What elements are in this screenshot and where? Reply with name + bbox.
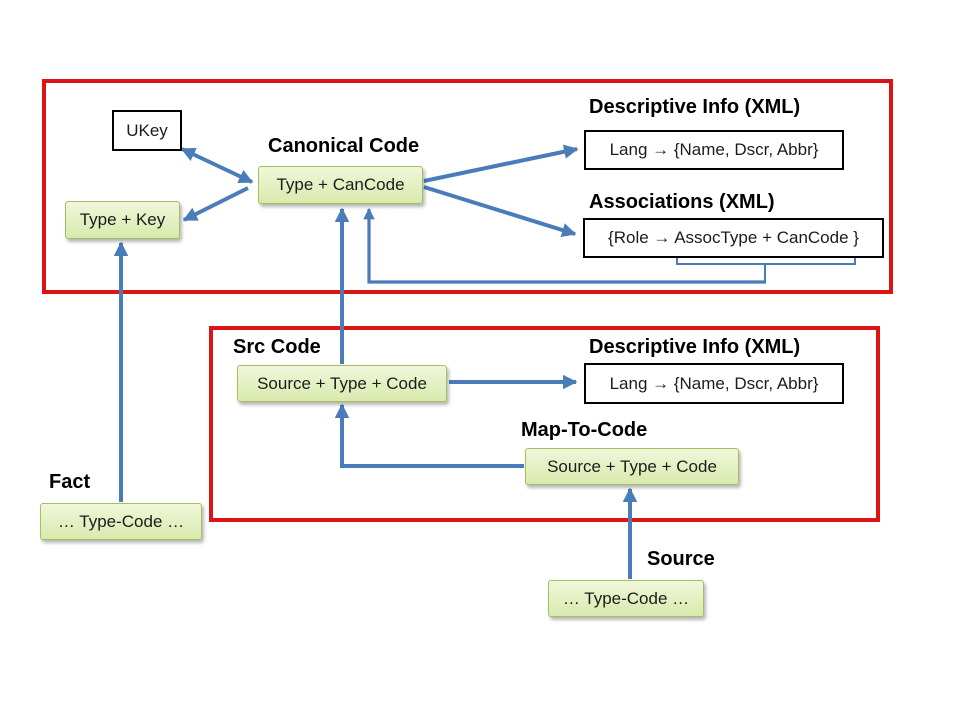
box-lang-descriptive-bottom: Lang → {Name, Dscr, Abbr} [584,363,844,404]
label-src-code: Src Code [233,336,321,358]
canonical-region-frame [42,79,893,294]
label-source: Source [647,548,715,570]
box-lang-descriptive-top: Lang → {Name, Dscr, Abbr} [584,130,844,170]
label-descriptive-info-top: Descriptive Info (XML) [589,96,801,118]
label-map-to-code: Map-To-Code [521,419,648,441]
arrow-maptocode-to-srccode [334,403,524,468]
box-source: … Type-Code … [548,580,704,617]
label-fact: Fact [49,471,91,493]
box-type-cancode-label: Type + CanCode [276,175,405,194]
box-fact-label: … Type-Code … [57,511,185,531]
label-associations: Associations (XML) [589,191,775,213]
box-src-code: Source + Type + Code [237,365,447,402]
arrow-cancode-descriptive [423,144,579,183]
arrow-cancode-associations [423,185,577,238]
box-ukey-label: UKey [126,120,168,140]
box-lang-descriptive-bottom-label: Lang → {Name, Dscr, Abbr} [609,373,819,393]
box-fact: … Type-Code … [40,503,202,540]
arrow-assoc-loop-to-cancode [363,207,766,284]
arrow-typekey-cancode [182,186,249,222]
source-region-frame [209,326,880,522]
box-src-code-label: Source + Type + Code [257,373,427,393]
arrow-ukey-cancode [180,147,254,184]
box-lang-descriptive-top-label: Lang → {Name, Dscr, Abbr} [609,140,819,159]
box-role-associations: {Role → AssocType + CanCode } [583,218,884,258]
label-descriptive-info-bottom: Descriptive Info (XML) [589,336,801,358]
box-type-key-label: Type + Key [79,210,166,229]
box-type-key: Type + Key [65,201,180,239]
box-ukey: UKey [112,110,182,151]
box-map-to-code-label: Source + Type + Code [547,456,717,476]
box-type-cancode: Type + CanCode [258,166,423,204]
associations-underbrace [676,254,856,281]
label-canonical-code: Canonical Code [268,135,420,157]
box-source-label: … Type-Code … [562,588,690,608]
box-map-to-code: Source + Type + Code [525,448,739,485]
box-role-associations-label: {Role → AssocType + CanCode } [608,228,859,247]
